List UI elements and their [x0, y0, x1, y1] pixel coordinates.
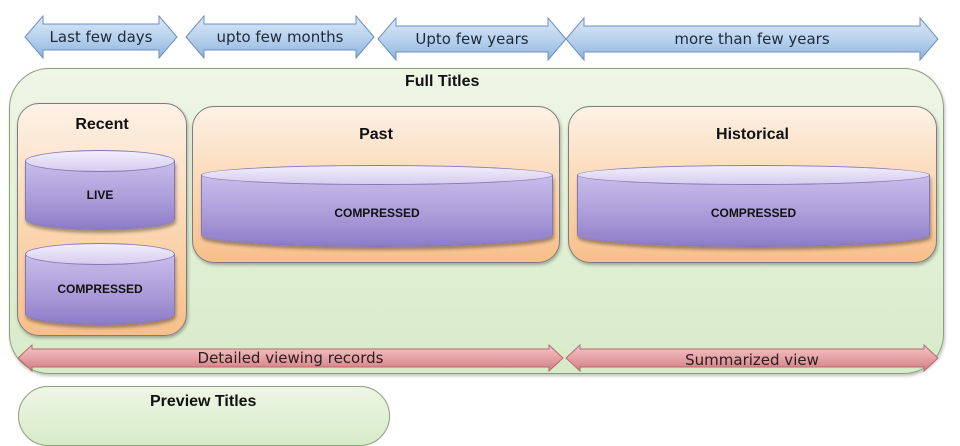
arrow-more-than-few-years — [565, 16, 939, 62]
arrow-upto-few-months-label: upto few months — [216, 28, 344, 46]
arrow-detailed-viewing-records — [17, 343, 564, 373]
historical-compressed-store-cylinder: COMPRESSED — [577, 165, 930, 247]
past-box: Past COMPRESSED — [192, 106, 560, 263]
recent-compressed-store-cylinder: COMPRESSED — [25, 243, 175, 325]
historical-title: Historical — [716, 126, 789, 143]
arrow-last-few-days-label: Last few days — [49, 28, 153, 46]
historical-compressed-store-label: COMPRESSED — [710, 206, 797, 220]
arrow-last-few-days — [24, 14, 178, 60]
arrow-summarized-view — [565, 343, 939, 373]
recent-compressed-store-label: COMPRESSED — [57, 282, 143, 296]
arrow-upto-few-years-label: Upto few years — [415, 30, 529, 48]
past-title: Past — [359, 126, 393, 143]
past-compressed-store-cylinder: COMPRESSED — [201, 165, 553, 247]
preview-titles-heading: Preview Titles — [150, 393, 257, 410]
arrow-upto-few-months — [185, 14, 375, 60]
recent-box: Recent LIVE COMPRESSED — [17, 103, 187, 336]
arrow-detailed-viewing-records-label: Detailed viewing records — [197, 349, 384, 367]
past-compressed-store-label: COMPRESSED — [334, 206, 420, 220]
historical-box: Historical COMPRESSED — [568, 106, 937, 263]
full-titles-heading: Full Titles — [405, 73, 480, 90]
live-store-label: LIVE — [86, 188, 114, 202]
live-store-cylinder: LIVE — [25, 150, 175, 230]
recent-title: Recent — [75, 116, 129, 133]
arrow-summarized-view-label: Summarized view — [685, 351, 819, 369]
arrow-more-than-few-years-label: more than few years — [674, 30, 830, 48]
